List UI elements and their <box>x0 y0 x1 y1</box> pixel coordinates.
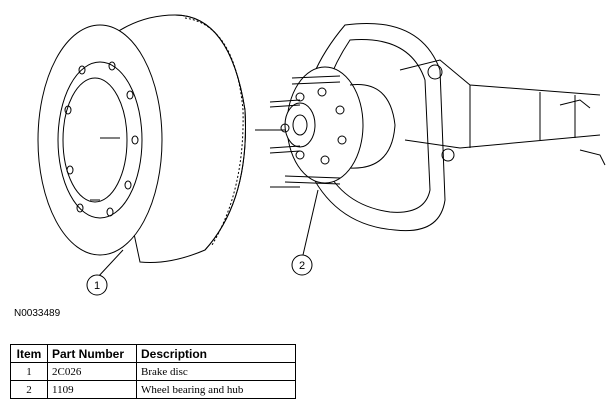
header-part-number: Part Number <box>47 344 137 363</box>
header-description: Description <box>136 344 296 363</box>
cell-part-number: 1109 <box>47 380 137 399</box>
brake-assembly-exploded-view: 1 2 <box>37 14 606 296</box>
callout-2-label: 2 <box>299 260 305 272</box>
brake-disc-drawing <box>37 14 246 263</box>
cell-description: Brake disc <box>136 362 296 381</box>
figure-id-label: N0033489 <box>14 308 61 319</box>
callout-2-circle <box>291 254 313 276</box>
cell-item: 2 <box>10 380 48 399</box>
table-row: 1 2C026 Brake disc <box>10 362 296 381</box>
callout-1-label: 1 <box>94 280 100 292</box>
parts-table: Item Part Number Description 1 2C026 Bra… <box>10 344 296 399</box>
cell-part-number: 2C026 <box>47 362 137 381</box>
callout-1-circle <box>86 274 108 296</box>
wheel-hub-drawing <box>255 66 396 188</box>
axle-knuckle-drawing <box>399 59 606 166</box>
callout-2-leader <box>302 189 319 256</box>
table-row: 2 1109 Wheel bearing and hub <box>10 380 296 399</box>
table-header-row: Item Part Number Description <box>10 344 296 363</box>
cell-description: Wheel bearing and hub <box>136 380 296 399</box>
callout-1-leader <box>96 249 124 279</box>
cell-item: 1 <box>10 362 48 381</box>
header-item: Item <box>10 344 48 363</box>
